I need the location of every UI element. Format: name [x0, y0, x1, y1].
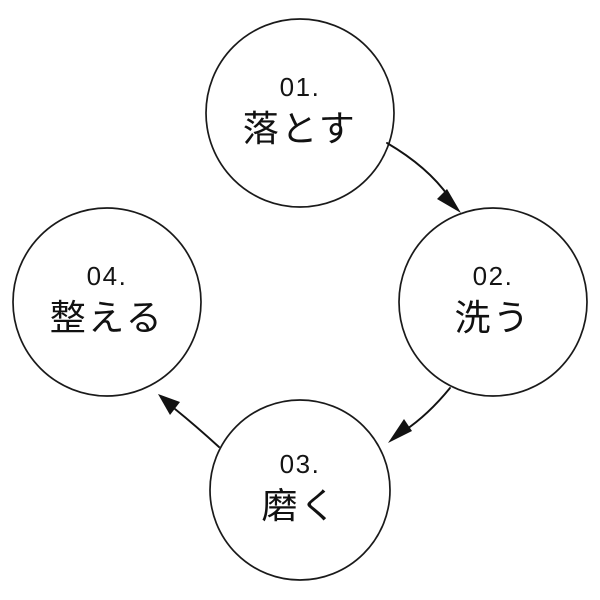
arrow-01-to-02	[386, 142, 461, 213]
node-number-step-04: 04.	[86, 261, 128, 291]
node-title-step-03: 磨く	[261, 485, 339, 526]
node-number-step-03: 03.	[279, 449, 321, 479]
node-title-step-02: 洗う	[454, 297, 532, 338]
node-circle-step-02[interactable]	[398, 207, 588, 397]
arrow-03-to-04	[158, 394, 220, 448]
node-title-step-01: 落とす	[242, 108, 358, 149]
arrow-02-to-03-line	[403, 387, 451, 432]
node-number-step-01: 01.	[279, 72, 321, 102]
node-label-step-04: 04. 整える	[7, 263, 207, 336]
node-number-step-02: 02.	[472, 261, 514, 291]
node-label-step-01: 01. 落とす	[200, 74, 400, 147]
arrow-01-to-02-head	[437, 189, 461, 213]
node-label-step-03: 03. 磨く	[200, 451, 400, 524]
arrow-02-to-03	[388, 387, 451, 443]
arrow-03-to-04-line	[174, 408, 220, 448]
node-circle-step-01[interactable]	[205, 18, 395, 208]
arrow-03-to-04-head	[158, 394, 180, 415]
arrow-01-to-02-line	[386, 142, 450, 198]
node-title-step-04: 整える	[49, 297, 165, 338]
node-circle-step-04[interactable]	[12, 207, 202, 397]
node-label-step-02: 02. 洗う	[393, 263, 593, 336]
node-circle-step-03[interactable]	[209, 399, 391, 581]
arrow-02-to-03-head	[388, 419, 412, 443]
